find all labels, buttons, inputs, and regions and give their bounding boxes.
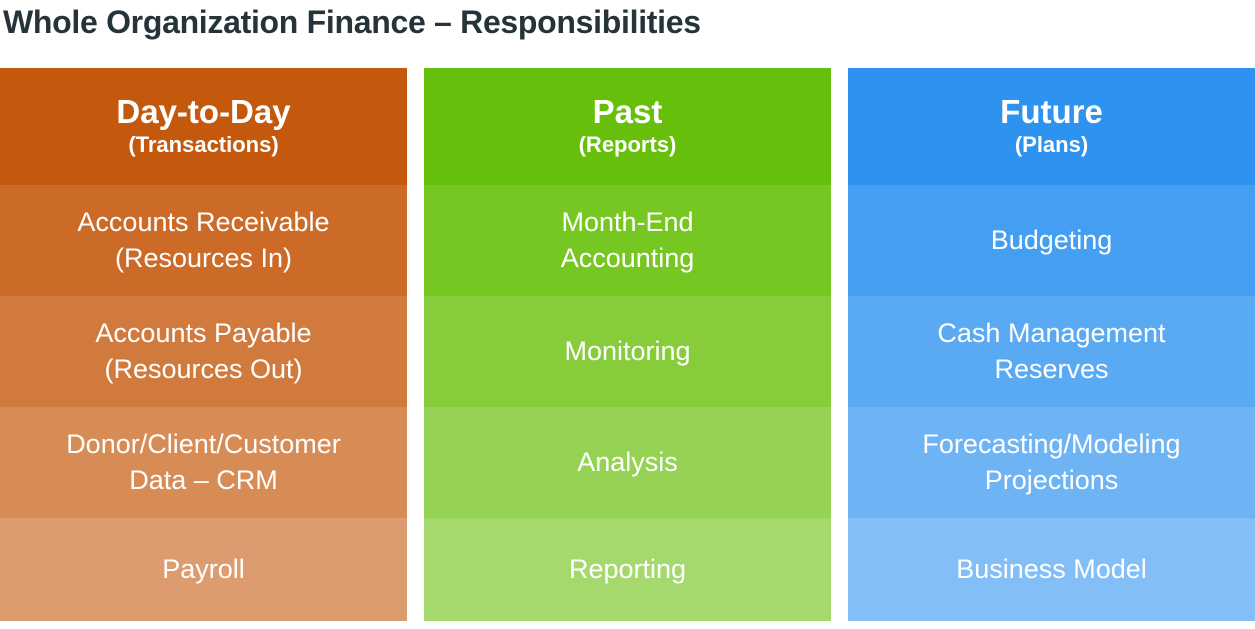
column-header-day-to-day: Day-to-Day (Transactions) [0,68,407,185]
column-header-future: Future (Plans) [848,68,1255,185]
column-day-to-day: Day-to-Day (Transactions) Accounts Recei… [0,68,407,621]
cell-cash-management-reserves: Cash Management Reserves [848,296,1255,407]
cell-accounts-payable: Accounts Payable (Resources Out) [0,296,407,407]
cell-donor-client-customer-crm: Donor/Client/Customer Data – CRM [0,407,407,518]
column-subtitle: (Reports) [578,132,677,158]
column-header-past: Past (Reports) [424,68,831,185]
column-title: Day-to-Day [116,93,291,131]
cell-business-model: Business Model [848,518,1255,621]
cell-analysis: Analysis [424,407,831,518]
cell-budgeting: Budgeting [848,185,1255,296]
cell-payroll: Payroll [0,518,407,621]
column-title: Future [1000,93,1103,131]
cell-month-end-accounting: Month-End Accounting [424,185,831,296]
cell-forecasting-modeling-projections: Forecasting/Modeling Projections [848,407,1255,518]
column-subtitle: (Transactions) [128,132,279,158]
cell-reporting: Reporting [424,518,831,621]
column-past: Past (Reports) Month-End Accounting Moni… [424,68,831,621]
column-title: Past [592,93,663,131]
cell-monitoring: Monitoring [424,296,831,407]
column-subtitle: (Plans) [1014,132,1089,158]
page-title: Whole Organization Finance – Responsibil… [3,4,701,40]
responsibilities-board: Day-to-Day (Transactions) Accounts Recei… [0,68,1255,621]
column-future: Future (Plans) Budgeting Cash Management… [848,68,1255,621]
cell-accounts-receivable: Accounts Receivable (Resources In) [0,185,407,296]
